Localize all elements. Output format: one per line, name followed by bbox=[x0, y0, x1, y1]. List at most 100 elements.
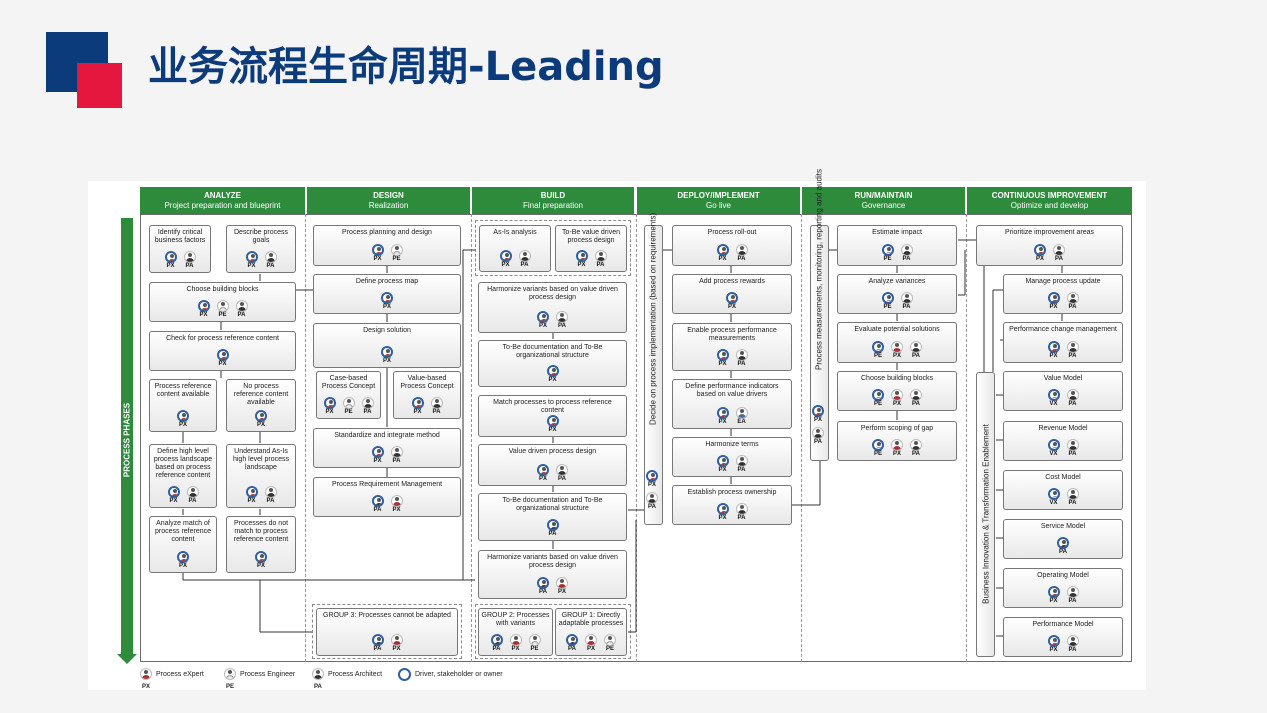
role-pa: PA bbox=[1066, 586, 1079, 605]
role-list: PX bbox=[227, 551, 295, 570]
role-px: PX bbox=[197, 300, 210, 319]
px-avatar-icon bbox=[812, 405, 824, 417]
role-list: PX PA bbox=[479, 464, 626, 483]
role-vx: VX bbox=[1047, 488, 1060, 507]
pa-avatar-icon bbox=[646, 492, 658, 504]
process-box-label: Harmonize terms bbox=[705, 441, 759, 448]
px-avatar-icon bbox=[177, 410, 189, 422]
px-avatar-icon bbox=[411, 397, 424, 409]
pa-avatar-icon bbox=[735, 503, 748, 515]
role-code: PA bbox=[373, 646, 382, 652]
process-box-label: Manage process update bbox=[1025, 278, 1101, 285]
px-avatar-icon bbox=[509, 634, 522, 646]
pe-avatar-icon bbox=[224, 668, 236, 680]
pe-avatar-icon bbox=[872, 341, 884, 353]
pa-avatar-icon bbox=[1057, 537, 1069, 549]
pa-avatar-icon bbox=[735, 244, 748, 256]
role-code: PX bbox=[178, 563, 187, 569]
role-code: PE bbox=[218, 312, 227, 318]
phase-divider bbox=[471, 214, 472, 662]
role-px: PX bbox=[177, 551, 189, 570]
px-avatar-icon bbox=[716, 244, 729, 256]
process-box-label: Check for process reference content bbox=[166, 335, 279, 342]
role-code: PX bbox=[813, 417, 822, 423]
role-pa: PA bbox=[371, 634, 384, 653]
role-pa: PA bbox=[735, 349, 748, 368]
process-box-label: Process reference content available bbox=[154, 383, 212, 398]
role-px: PX bbox=[546, 365, 559, 384]
px-avatar-icon bbox=[255, 410, 267, 422]
role-code: PX bbox=[392, 646, 401, 652]
role-code: VX bbox=[1049, 401, 1058, 407]
role-code: PA bbox=[520, 262, 529, 268]
role-px: PX bbox=[499, 250, 512, 269]
px-avatar-icon bbox=[371, 446, 384, 458]
role-pa: PA bbox=[910, 341, 922, 360]
role-code: VX bbox=[1049, 500, 1058, 506]
px-avatar-icon bbox=[646, 470, 658, 482]
pe-avatar-icon bbox=[872, 439, 884, 451]
px-avatar-icon bbox=[537, 464, 549, 476]
process-box-label: Service Model bbox=[1040, 523, 1086, 530]
role-code: PE bbox=[883, 304, 892, 310]
process-box-label: Value-based Process Concept bbox=[400, 375, 454, 390]
role-pa: PA bbox=[546, 519, 559, 538]
process-box-label: Harmonize variants based on value driven… bbox=[487, 286, 618, 301]
role-vx: VX bbox=[1047, 389, 1060, 408]
px-avatar-icon bbox=[891, 439, 903, 451]
px-avatar-icon bbox=[537, 311, 549, 323]
px-avatar-icon bbox=[323, 397, 336, 409]
role-code: PX bbox=[382, 304, 391, 310]
process-box-label: GROUP 1: Directly adaptable processes bbox=[558, 612, 624, 627]
role-px: PX bbox=[726, 292, 738, 311]
px-avatar-icon bbox=[197, 300, 210, 312]
process-box-label: Standardize and integrate method bbox=[334, 432, 440, 439]
process-phases-arrow bbox=[121, 218, 133, 656]
vbox-role-pa: PA bbox=[812, 427, 824, 446]
logo-square-red bbox=[77, 63, 122, 108]
px-avatar-icon bbox=[1034, 244, 1046, 256]
role-px: PX bbox=[381, 346, 393, 365]
role-code: PA bbox=[185, 263, 194, 269]
pa-avatar-icon bbox=[594, 250, 607, 262]
px-avatar-icon bbox=[245, 486, 258, 498]
vbox-decide-implementation-label: Decide on process implementation (based … bbox=[648, 212, 658, 425]
role-pe: PE bbox=[216, 300, 229, 319]
role-code: PA bbox=[266, 263, 275, 269]
legend-label: Process eXpert bbox=[156, 670, 204, 678]
pe-avatar-icon bbox=[872, 389, 884, 401]
role-pa: PA bbox=[556, 464, 568, 483]
pa-avatar-icon bbox=[735, 455, 748, 467]
process-box-label: Understand As-Is high level process land… bbox=[232, 448, 290, 471]
pa-avatar-icon bbox=[361, 397, 374, 409]
role-code: PX bbox=[178, 422, 187, 428]
role-code: PX bbox=[256, 422, 265, 428]
px-avatar-icon bbox=[585, 634, 597, 646]
pa-avatar-icon bbox=[518, 250, 531, 262]
role-px: PX bbox=[390, 495, 403, 514]
role-px: PX bbox=[537, 464, 549, 483]
role-code: PX bbox=[557, 589, 566, 595]
role-code: PE bbox=[605, 646, 614, 652]
role-list: PX PA bbox=[480, 250, 550, 269]
legend-code: PA bbox=[314, 684, 322, 690]
process-box-label: Estimate impact bbox=[872, 229, 922, 236]
